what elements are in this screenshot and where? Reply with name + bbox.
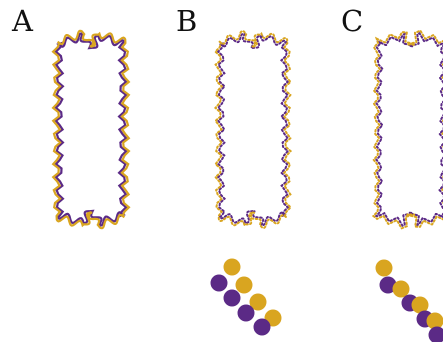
bead-gold <box>393 281 410 298</box>
bead-chain-b <box>211 259 282 336</box>
frame-a <box>53 31 129 228</box>
bead-purple <box>238 305 255 322</box>
bead-purple <box>254 319 271 336</box>
bead-gold <box>236 277 253 294</box>
frame-strand-gold <box>53 31 129 228</box>
bead-purple <box>224 290 241 307</box>
frame-strand-purple <box>376 33 443 225</box>
frame-b <box>215 31 290 228</box>
bead-purple <box>429 327 443 342</box>
frame-strand-purple <box>56 34 126 226</box>
frame-strand-gold <box>373 31 443 229</box>
bead-gold <box>224 259 241 276</box>
frame-strand-gold <box>215 31 290 228</box>
bead-chain-c <box>376 260 443 342</box>
frame-strand-purple <box>218 34 288 226</box>
bead-gold <box>376 260 393 277</box>
frame-c <box>373 31 443 229</box>
bead-purple <box>211 275 228 292</box>
